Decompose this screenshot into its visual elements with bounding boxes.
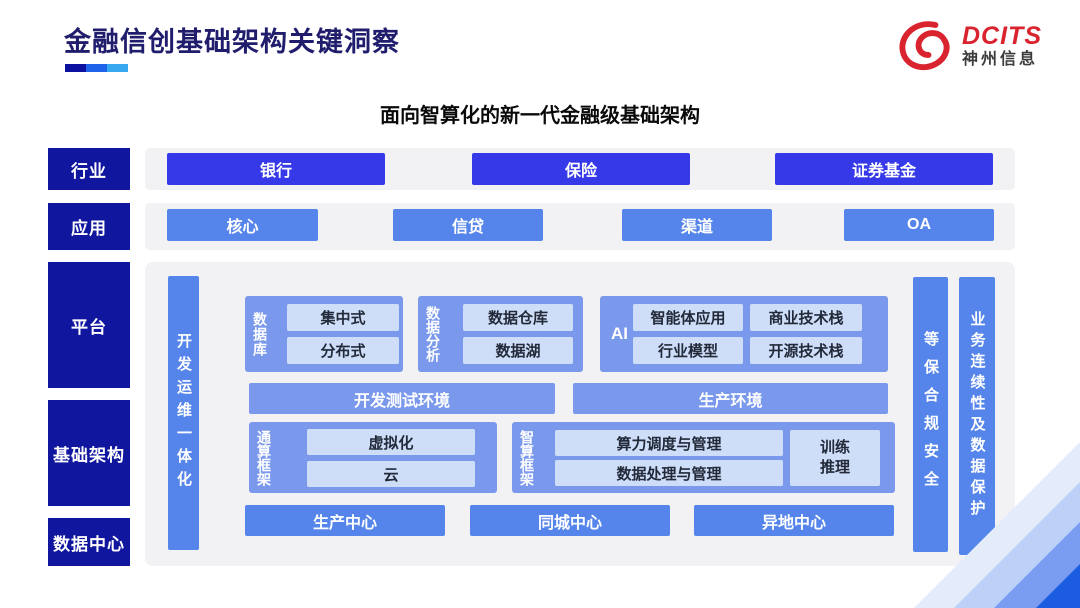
center-remote: 异地中心	[694, 505, 894, 536]
intelligent-compute-item-dataproc: 数据处理与管理	[555, 460, 783, 486]
title-underline	[65, 64, 128, 72]
database-group: 数据库 集中式 分布式	[245, 296, 403, 372]
ai-group: AI 智能体应用 商业技术栈 行业模型 开源技术栈	[600, 296, 888, 372]
ai-item-commercial: 商业技术栈	[750, 304, 862, 331]
ai-item-agent-apps: 智能体应用	[633, 304, 743, 331]
platform-container: 开发运维一体化 数据库 集中式 分布式 数据分析 数据仓库 数据湖 AI 智能体…	[145, 262, 1015, 566]
general-compute-label: 通算框架	[256, 429, 272, 486]
diagram-title: 面向智算化的新一代金融级基础架构	[380, 105, 700, 127]
industry-item-insurance: 保险	[472, 153, 690, 185]
dcits-logo-subtext: 神州信息	[962, 50, 1039, 68]
intelligent-compute-group: 智算框架 算力调度与管理 数据处理与管理 训练 推理	[512, 422, 895, 493]
industry-item-bank: 银行	[167, 153, 385, 185]
center-samecity: 同城中心	[470, 505, 670, 536]
ai-item-industry-model: 行业模型	[633, 337, 743, 364]
dcits-swirl-icon	[899, 21, 950, 71]
underline-segment	[65, 64, 86, 72]
production-env-bar: 生产环境	[573, 383, 888, 414]
intelligent-compute-label: 智算框架	[519, 429, 535, 486]
application-strip: 核心 信贷 渠道 OA	[145, 203, 1015, 250]
dcits-logo: DCITS 神州信息	[898, 16, 1048, 76]
general-compute-item-cloud: 云	[307, 461, 475, 487]
application-item-channel: 渠道	[622, 209, 772, 241]
training-inference-box: 训练 推理	[790, 430, 880, 486]
row-label-industry: 行业	[48, 148, 130, 190]
general-compute-group: 通算框架 虚拟化 云	[249, 422, 497, 493]
underline-segment	[107, 64, 128, 72]
application-item-oa: OA	[844, 209, 994, 241]
analytics-group-label: 数据分析	[425, 306, 441, 362]
analytics-item-datalake: 数据湖	[463, 337, 573, 364]
business-continuity-bar: 业务连续性及数据保护	[959, 277, 995, 555]
row-label-application: 应用	[48, 203, 130, 250]
analytics-group: 数据分析 数据仓库 数据湖	[418, 296, 583, 372]
analytics-item-warehouse: 数据仓库	[463, 304, 573, 331]
database-item-centralized: 集中式	[287, 304, 399, 331]
application-item-core: 核心	[167, 209, 318, 241]
underline-segment	[86, 64, 107, 72]
row-label-infrastructure: 基础架构	[48, 400, 130, 506]
devops-bar: 开发运维一体化	[168, 276, 199, 550]
application-item-credit: 信贷	[393, 209, 543, 241]
page-title: 金融信创基础架构关键洞察	[64, 27, 400, 57]
security-compliance-bar: 等保合规安全	[913, 277, 948, 552]
intelligent-compute-item-scheduling: 算力调度与管理	[555, 430, 783, 456]
row-label-platform: 平台	[48, 262, 130, 388]
industry-strip: 银行 保险 证券基金	[145, 148, 1015, 190]
center-production: 生产中心	[245, 505, 445, 536]
ai-group-label: AI	[611, 324, 628, 343]
database-group-label: 数据库	[252, 311, 268, 357]
devtest-env-bar: 开发测试环境	[249, 383, 555, 414]
database-item-distributed: 分布式	[287, 337, 399, 364]
ai-item-opensource: 开源技术栈	[750, 337, 862, 364]
dcits-logo-text: DCITS	[962, 22, 1042, 51]
row-label-datacenter: 数据中心	[48, 518, 130, 566]
industry-item-securities: 证券基金	[775, 153, 993, 185]
general-compute-item-virtualization: 虚拟化	[307, 429, 475, 455]
